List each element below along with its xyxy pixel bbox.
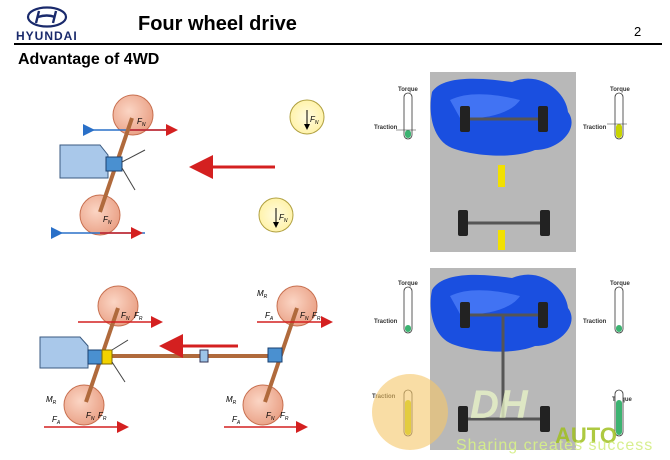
differential [105,156,123,172]
svg-text:FN: FN [86,411,95,422]
rear-differential [267,347,283,363]
ice-patch [430,78,572,156]
svg-text:MR: MR [226,395,237,406]
svg-text:Torque: Torque [610,281,631,287]
svg-text:FN: FN [137,117,146,128]
svg-text:DH: DH [470,383,529,427]
svg-text:FN: FN [300,311,309,322]
front-left-tire [460,106,470,132]
svg-text:FA: FA [232,415,241,426]
page-number: 2 [634,24,642,39]
svg-text:Traction: Traction [374,125,398,131]
front-left-wheel [97,285,139,327]
rear-right-tire [540,210,550,236]
torque-traction-gauge: Torque Traction [583,281,631,334]
svg-text:FR: FR [134,311,143,322]
watermark-brand: AUTO [555,423,617,448]
svg-text:FN: FN [103,215,112,226]
page-title: Four wheel drive [138,13,297,35]
four-wheel-drive-diagram: FN FR FN FR FA MR FN FR FA MR FN FR FA M… [39,285,333,433]
hyundai-logo [26,6,68,28]
header-divider [14,43,662,45]
two-wheel-drive-diagram: FN FN FN FN [51,94,325,239]
svg-text:Torque: Torque [610,87,631,93]
rear-right-wheel [242,384,284,426]
svg-text:FR: FR [98,411,107,422]
rear-left-tire [458,210,468,236]
svg-text:FA: FA [52,415,61,426]
transfer-case [101,349,113,365]
rear-left-wheel [63,384,105,426]
engine-block [59,144,109,179]
engine-block [39,336,89,369]
brand-name: HYUNDAI [16,29,78,43]
svg-text:FN: FN [266,411,275,422]
svg-text:FA: FA [265,311,274,322]
svg-text:MR: MR [257,289,268,300]
svg-text:Torque: Torque [398,87,419,93]
front-right-tire [538,106,548,132]
svg-text:Traction: Traction [583,125,607,131]
ice-patch [430,274,572,352]
force-label: F [310,115,316,124]
front-right-wheel [276,285,318,327]
torque-traction-gauge: Torque Traction [374,87,419,140]
torque-traction-gauge: Torque [612,389,633,437]
svg-text:FN: FN [310,115,319,126]
section-heading: Advantage of 4WD [18,51,160,68]
front-left-wheel [112,94,154,136]
svg-text:FN: FN [121,311,130,322]
road-panel-2wd [430,72,576,252]
rear-left-wheel [79,194,121,236]
road-panel-4wd [430,268,576,450]
torque-traction-gauge: Torque Traction [583,87,631,140]
svg-text:Traction: Traction [374,319,398,325]
svg-text:Traction: Traction [583,319,607,325]
svg-text:FN: FN [279,213,288,224]
svg-text:FR: FR [280,411,289,422]
svg-text:Torque: Torque [398,281,419,287]
svg-text:FR: FR [312,311,321,322]
watermark-slogan: Sharing creates success [456,437,654,454]
watermark-logo: DH AUTO [372,374,617,450]
svg-text:MR: MR [46,395,57,406]
torque-traction-gauge: Torque Traction [374,281,419,334]
